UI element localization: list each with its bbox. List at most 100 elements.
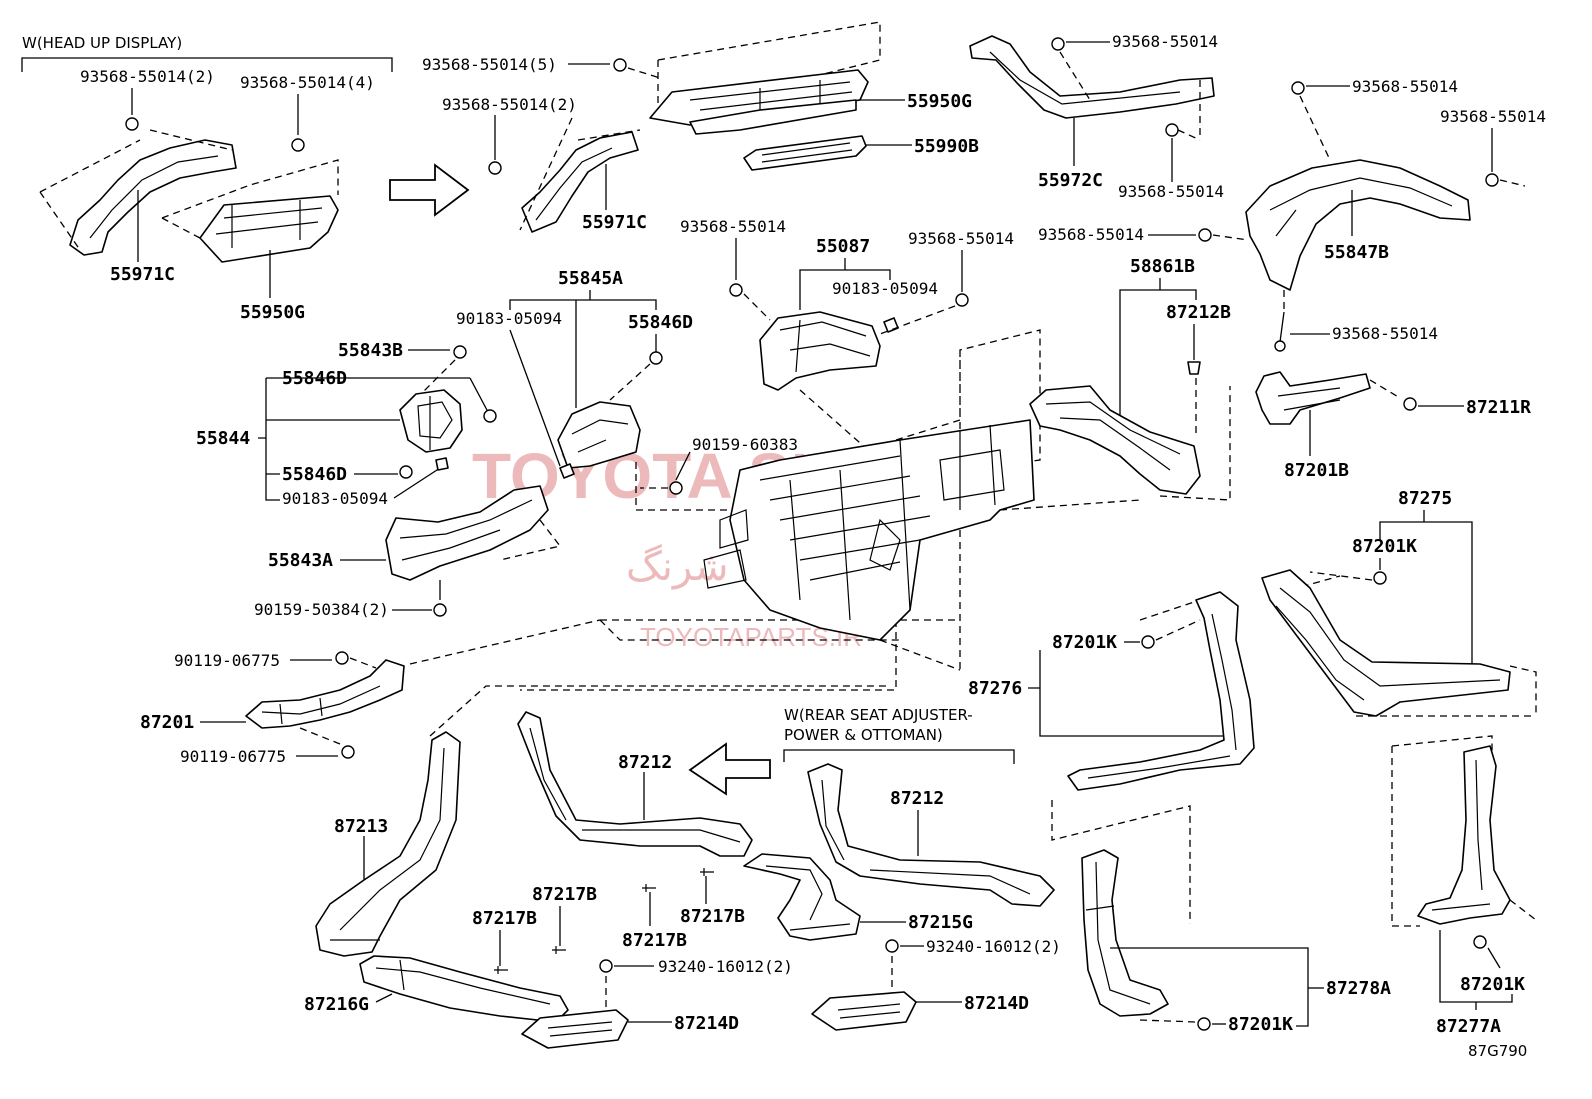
duct-87275 <box>1261 569 1511 717</box>
screw-93240-l <box>599 959 613 973</box>
bolt-87201k-c <box>1197 1017 1211 1031</box>
label-87277a: 87277A <box>1436 1016 1501 1037</box>
bolt-55087-b <box>955 293 969 307</box>
duct-87212-right <box>807 763 1055 907</box>
label-55846d-r: 55846D <box>628 312 693 333</box>
bolt-55847b-a <box>1291 81 1305 95</box>
label-90183-05094-l: 90183-05094 <box>456 309 562 328</box>
label-93568-55014-4-hud: 93568-55014(4) <box>240 73 375 92</box>
label-93568-55014-tr2: 93568-55014 <box>1118 182 1224 201</box>
arrow-left-icon <box>688 742 771 796</box>
clip-90183-b <box>435 457 449 471</box>
bolt-55847b-d <box>1274 340 1286 352</box>
label-55990b: 55990B <box>914 136 979 157</box>
duct-87277a <box>1417 745 1511 925</box>
duct-87216g-group: 87216G 93240-16012(2) 87214D <box>304 955 793 1049</box>
clips-87217b-group: 87217B 87217B 87217B 87217B <box>472 868 745 974</box>
duct-55972c <box>969 35 1215 119</box>
bolt-87201k-a <box>1373 571 1387 585</box>
duct-87277a-group: 87201K 87277A <box>1391 735 1537 1037</box>
bolt-87211r <box>1403 397 1417 411</box>
duct-87201-group: 90119-06775 87201 90119-06775 <box>140 619 601 766</box>
screw-90119-bot <box>341 745 355 759</box>
bolt-55843b <box>453 345 467 359</box>
label-93568-55014-tr1: 93568-55014 <box>1112 32 1218 51</box>
label-87201b: 87201B <box>1284 460 1349 481</box>
duct-87276 <box>1067 591 1255 791</box>
duct-58861b <box>1029 385 1201 495</box>
label-90119-06775-bot: 90119-06775 <box>180 747 286 766</box>
screw-93240-r <box>885 939 899 953</box>
label-87212-right: 87212 <box>890 788 944 809</box>
label-87216g: 87216G <box>304 994 369 1015</box>
bolt-55846d-t <box>483 409 497 423</box>
bolt-55087-a <box>729 283 743 297</box>
label-87212-left: 87212 <box>618 752 672 773</box>
heater-unit <box>520 329 1041 691</box>
bolt-hud-a <box>125 117 139 131</box>
label-93568-55014-r1: 93568-55014 <box>1352 77 1458 96</box>
label-55950g-hud: 55950G <box>240 302 305 323</box>
duct-55847b-group: 93568-55014 93568-55014 55847B 93568-550… <box>1038 77 1546 352</box>
hud-group: W(HEAD UP DISPLAY) 93568-55014(2) 93568-… <box>21 34 393 323</box>
nozzle-55950g-hud <box>199 195 339 263</box>
clip-87217b-2 <box>494 966 508 974</box>
clip-87212b <box>1187 361 1201 375</box>
label-93568-55014-2: 93568-55014(2) <box>442 95 577 114</box>
label-93568-55014-r3: 93568-55014 <box>1038 225 1144 244</box>
label-87275: 87275 <box>1398 488 1452 509</box>
bolt-55847b-b <box>1485 173 1499 187</box>
label-90159-50384: 90159-50384(2) <box>254 600 389 619</box>
label-87278a: 87278A <box>1326 978 1391 999</box>
duct-87212-left <box>517 711 753 857</box>
label-55971c-hud: 55971C <box>110 264 175 285</box>
duct-87201 <box>245 659 405 729</box>
label-87217b-2: 87217B <box>472 908 537 929</box>
label-55844: 55844 <box>196 428 250 449</box>
label-87214d-right: 87214D <box>964 993 1029 1014</box>
bolt-87201k-b <box>1141 635 1155 649</box>
duct-87278a-group: 87278A 87201K <box>1081 849 1391 1035</box>
label-93240-16012-l: 93240-16012(2) <box>658 957 793 976</box>
grille-55990b <box>743 135 867 171</box>
label-90159-60383: 90159-60383 <box>692 435 798 454</box>
bolt-55846d-r <box>649 351 663 365</box>
label-55087: 55087 <box>816 236 870 257</box>
clip-90183-c <box>883 317 899 333</box>
label-87214d-left: 87214D <box>674 1013 739 1034</box>
arrow-right-icon <box>389 163 470 217</box>
label-93568-55014-r4: 93568-55014 <box>1332 324 1438 343</box>
rear-seat-group: W(REAR SEAT ADJUSTER- POWER & OTTOMAN) 8… <box>743 706 1055 941</box>
label-87211r: 87211R <box>1466 397 1531 418</box>
label-93568-55014-c2: 93568-55014 <box>908 229 1014 248</box>
clip-87217b-1 <box>552 946 566 954</box>
duct-87201b <box>1255 371 1371 425</box>
screw-90119-top <box>335 651 349 665</box>
diagram-code: 87G790 <box>1468 1042 1527 1060</box>
label-55843a: 55843A <box>268 550 333 571</box>
label-90183-05094-b: 90183-05094 <box>282 489 388 508</box>
grille-87214d-right-group: 93240-16012(2) 87214D <box>811 937 1061 1031</box>
nozzle-55950g <box>649 69 869 126</box>
top-center-group: 93568-55014(5) 55950G 55990B 93568-55014… <box>422 21 979 233</box>
rear-seat-note-1: W(REAR SEAT ADJUSTER- <box>784 706 973 724</box>
label-87212b: 87212B <box>1166 302 1231 323</box>
label-87201k-b: 87201K <box>1052 632 1117 653</box>
label-55971c: 55971C <box>582 212 647 233</box>
label-87201k-a: 87201K <box>1352 536 1417 557</box>
hud-note: W(HEAD UP DISPLAY) <box>22 34 182 52</box>
clip-90183-l <box>559 463 575 479</box>
duct-87212-left-group: 87212 <box>517 711 771 857</box>
duct-87216g <box>359 955 569 1023</box>
rear-seat-note-2: POWER & OTTOMAN) <box>784 726 943 744</box>
bolt-55972c-a <box>1051 37 1065 51</box>
duct-87275-group: 87275 87201K <box>1261 488 1537 717</box>
duct-87215g <box>743 853 861 941</box>
label-87201: 87201 <box>140 712 194 733</box>
bolt-55972c-b <box>1165 123 1179 137</box>
label-87217b-1: 87217B <box>532 884 597 905</box>
duct-87213 <box>315 731 461 957</box>
hud-bracket <box>21 57 393 72</box>
duct-55843a <box>385 485 549 581</box>
